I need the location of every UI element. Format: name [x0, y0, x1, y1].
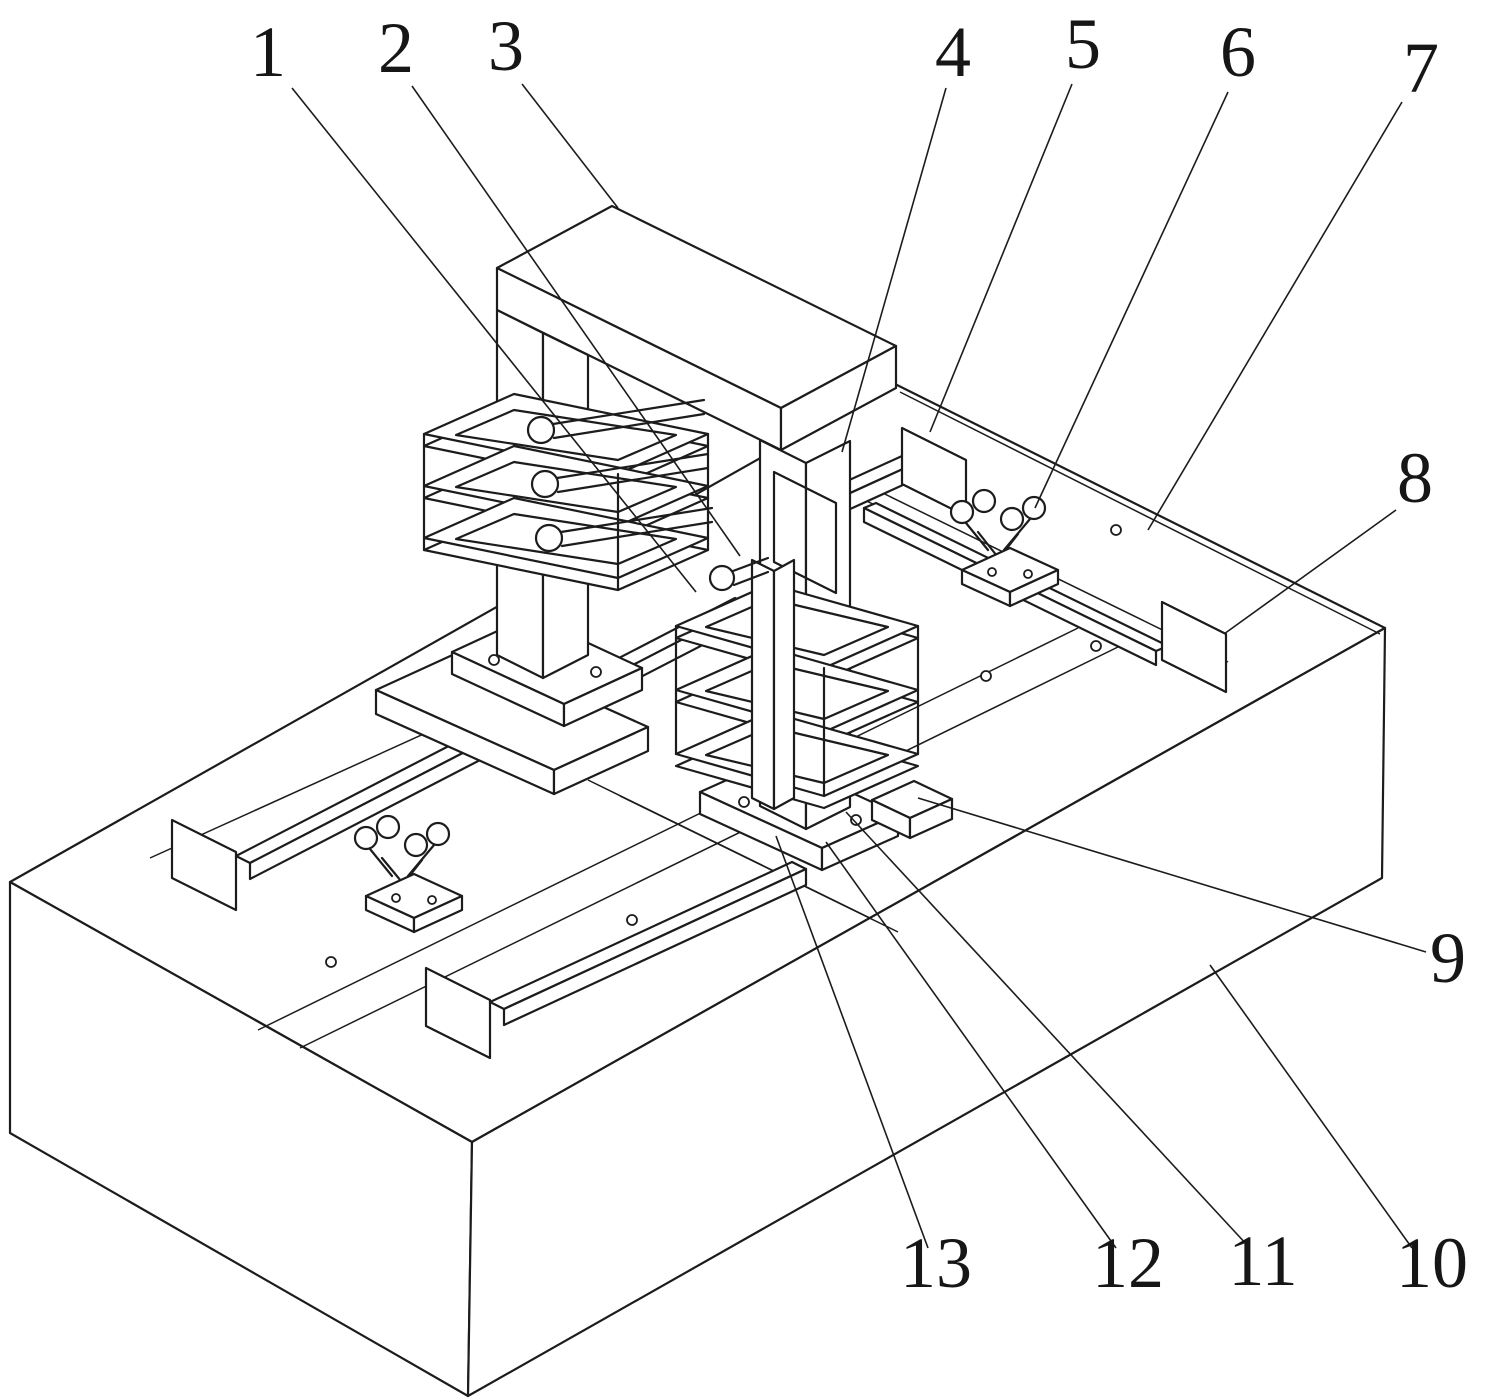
leader-line-11: [845, 811, 1249, 1247]
pad-side: [1008, 568, 1060, 608]
pad-side: [412, 894, 464, 934]
rod-end: [526, 415, 556, 445]
track-line: [257, 627, 1079, 1031]
bolt-hole: [987, 567, 997, 577]
leader-lines: [291, 83, 1427, 1249]
rod-end: [708, 564, 736, 592]
bolt-hole: [1110, 524, 1122, 536]
bolt-hole: [325, 956, 337, 968]
roller: [1021, 495, 1047, 521]
roller: [949, 499, 975, 525]
roller: [375, 814, 401, 840]
part-label-2: 2: [378, 8, 414, 88]
leader-line-4: [841, 87, 947, 453]
rail-end-bracket: [424, 966, 492, 1060]
side-block: [870, 779, 954, 840]
cylinder-rod: [731, 556, 770, 587]
roller: [403, 832, 429, 858]
leader-line-3: [521, 83, 619, 209]
center-cylinder-stack: [674, 556, 920, 811]
plate-side: [820, 812, 900, 872]
bolt-hole: [427, 895, 437, 905]
base-right-face: [466, 626, 1387, 1398]
cylinder-rod: [551, 398, 706, 440]
rail-end-bracket: [1160, 600, 1228, 694]
plate-side: [552, 725, 650, 796]
rod-end: [530, 469, 560, 499]
part-label-13: 13: [900, 1223, 972, 1303]
bolt-hole: [626, 914, 638, 926]
flange-side: [562, 666, 644, 728]
part-label-6: 6: [1220, 12, 1256, 92]
leader-line-6: [1034, 91, 1229, 509]
bolt-hole: [1090, 640, 1102, 652]
part-label-11: 11: [1228, 1221, 1297, 1301]
base-edge-inset: [899, 391, 1381, 635]
leader-line-10: [1209, 964, 1413, 1249]
bolt-hole: [850, 814, 862, 826]
bolt-hole: [980, 670, 992, 682]
left-cylinder-stack: [422, 392, 714, 592]
center-post-front: [750, 558, 776, 811]
leader-line-5: [929, 83, 1073, 433]
bolt-hole: [590, 666, 602, 678]
leader-line-9: [917, 797, 1427, 953]
part-label-12: 12: [1092, 1223, 1164, 1303]
leader-line-7: [1147, 101, 1403, 531]
leader-line-2: [411, 85, 741, 557]
bolt-hole: [488, 654, 500, 666]
spray-unit-upper: [949, 488, 1060, 608]
roller: [999, 506, 1025, 532]
leader-line-1: [291, 87, 697, 593]
part-label-10: 10: [1396, 1223, 1468, 1303]
roller: [971, 488, 997, 514]
leader-line-8: [1223, 509, 1397, 635]
rail-south: [424, 860, 808, 1060]
rail-end-bracket: [170, 818, 238, 912]
beam-end: [779, 344, 898, 452]
bolt-hole: [1023, 569, 1033, 579]
block-side: [908, 797, 954, 840]
bolt-hole: [738, 796, 750, 808]
part-label-5: 5: [1065, 4, 1101, 84]
column-window: [772, 470, 838, 595]
part-label-3: 3: [488, 6, 524, 86]
leader-line-12: [825, 841, 1117, 1249]
part-label-8: 8: [1397, 438, 1433, 518]
leader-line-13: [775, 835, 929, 1249]
cylinder-rod: [559, 506, 714, 548]
roller: [425, 821, 451, 847]
spray-unit-lower: [353, 814, 464, 934]
rod-end: [534, 523, 564, 553]
part-label-9: 9: [1430, 918, 1466, 998]
roller: [353, 825, 379, 851]
part-label-1: 1: [250, 12, 286, 92]
frame-opening: [454, 512, 678, 566]
rail-front: [502, 867, 808, 1027]
cylinder-rod: [555, 452, 710, 494]
center-post-side: [772, 558, 796, 811]
track-line: [619, 795, 899, 933]
part-label-7: 7: [1403, 28, 1439, 108]
left-base-plate: [374, 645, 650, 796]
bolt-hole: [391, 893, 401, 903]
part-label-4: 4: [935, 12, 971, 92]
